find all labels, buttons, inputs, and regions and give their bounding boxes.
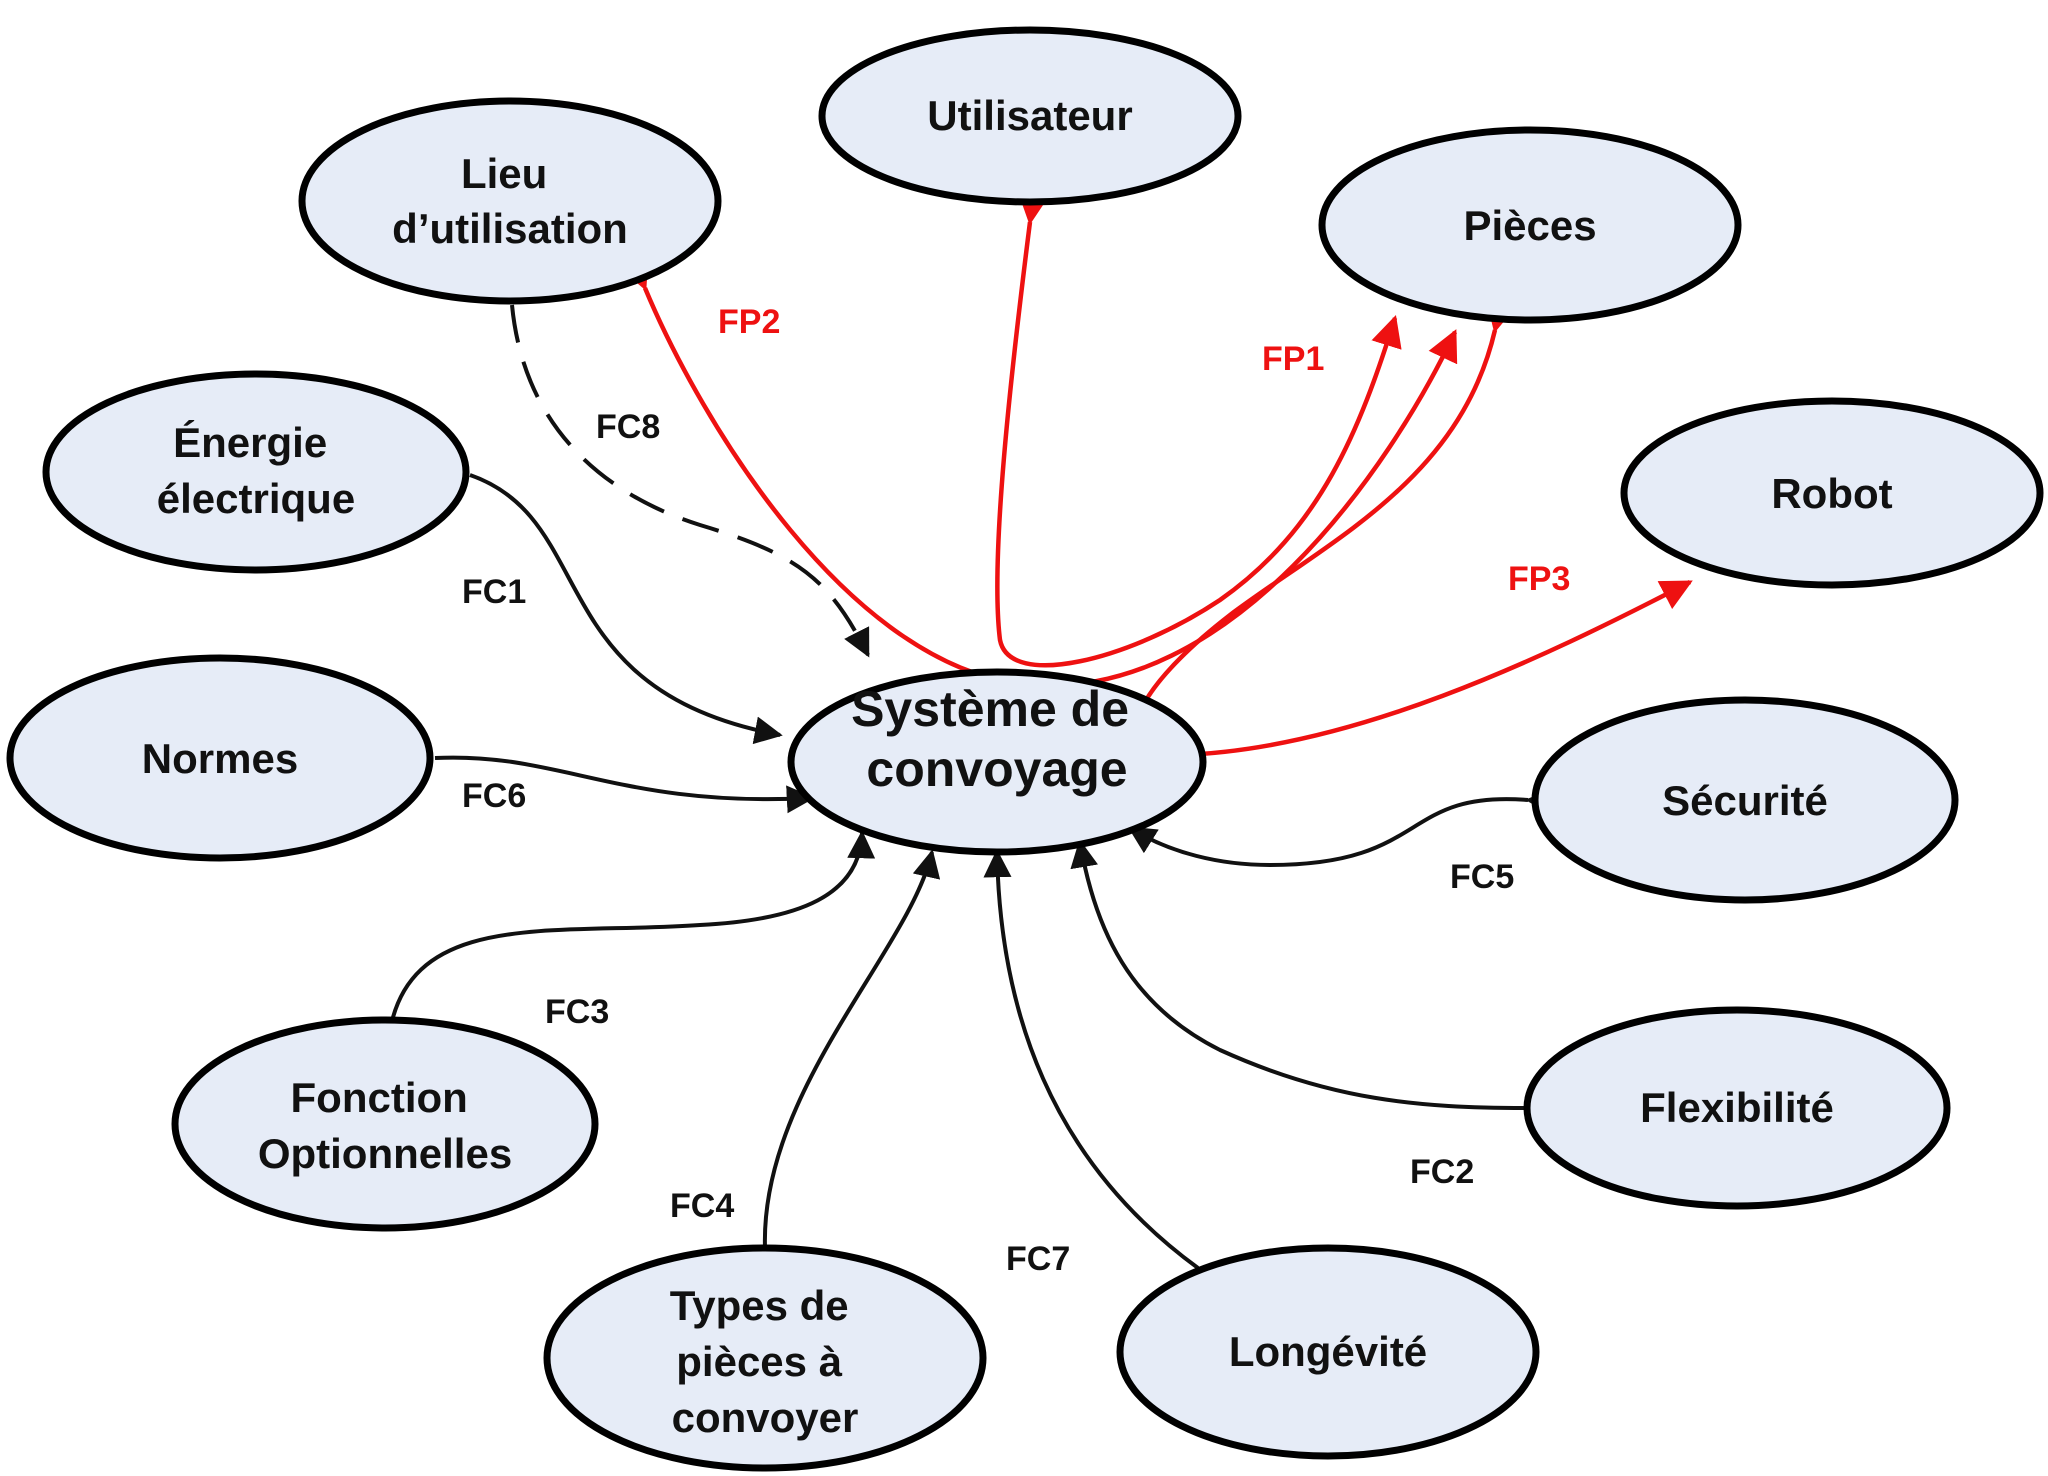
label-fc5: FC5 [1450,858,1514,896]
label-fp3: FP3 [1508,560,1570,598]
edge-fp2 [619,255,1458,688]
svg-text:Sécurité: Sécurité [1662,777,1828,824]
node-pieces: Pièces [1318,126,1742,324]
node-flexibilite: Flexibilité [1523,1006,1951,1210]
node-normes: Normes [6,654,434,862]
node-fonction: Fonction Optionnelles [171,1016,599,1232]
svg-text:Lieu d’utilisation: Lieu d’utilisation [392,150,628,252]
label-fc4: FC4 [670,1187,734,1225]
svg-text:Fonction Optionnelles: Fonction Optionnelles [258,1074,512,1177]
svg-text:Longévité: Longévité [1229,1328,1427,1375]
node-utilisateur: Utilisateur [818,26,1242,206]
node-robot: Robot [1620,397,2044,589]
edge-fc2 [1070,839,1526,1110]
node-lieu: Lieu d’utilisation [298,97,722,305]
edge-labels: FP1 FP2 FP3 FC1 FC2 FC3 FC4 FC5 FC6 FC7 … [462,303,1570,1278]
svg-text:Flexibilité: Flexibilité [1640,1084,1834,1131]
label-fc7: FC7 [1006,1240,1070,1278]
label-fc6: FC6 [462,777,526,815]
edge-fc6 [434,755,815,814]
edge-fc4 [762,849,941,1249]
edge-fc7 [983,849,1200,1270]
node-longevite: Longévité [1116,1244,1540,1460]
edge-fc1 [469,473,783,745]
edge-fc5 [1127,787,1555,868]
node-energie: Énergie électrique [42,370,470,574]
label-fc2: FC2 [1410,1153,1474,1191]
edge-fp1 [995,191,1402,668]
label-fp2: FP2 [718,303,780,341]
node-types: Types de pièces à convoyer [543,1244,987,1472]
svg-text:Types de pièces à: Types de pièces à convoyer [670,1282,861,1441]
edge-fp3 [1133,298,1693,758]
node-securite: Sécurité [1531,696,1959,904]
node-center: Système de convoyage [787,668,1207,856]
svg-text:Utilisateur: Utilisateur [927,92,1132,139]
label-fp1: FP1 [1262,340,1324,378]
label-fc8: FC8 [596,408,660,446]
svg-text:Pièces: Pièces [1463,202,1596,249]
svg-text:Normes: Normes [142,735,298,782]
label-fc1: FC1 [462,573,526,611]
svg-text:Robot: Robot [1771,470,1892,517]
black-edges [372,304,1555,1270]
node-center-label: Système de convoyage [851,681,1143,797]
edge-fc3 [372,830,876,1049]
label-fc3: FC3 [545,993,609,1031]
edge-fc8 [510,304,870,658]
svg-text:Énergie électrique: Énergie électrique [157,419,355,522]
